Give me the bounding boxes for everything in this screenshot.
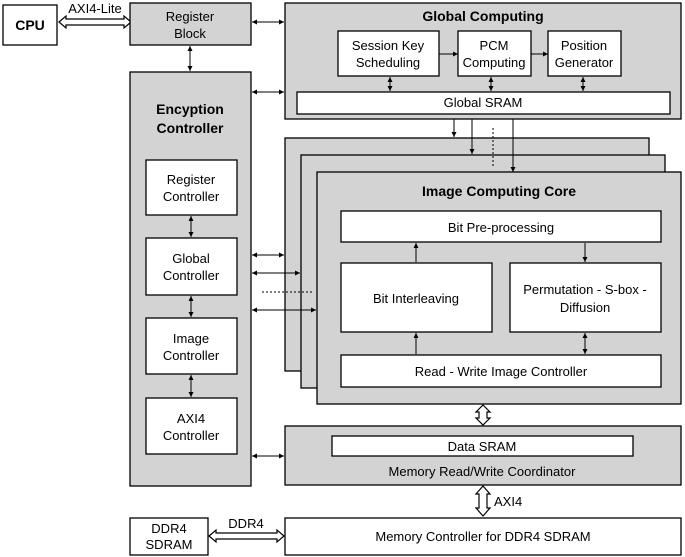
session-key-line2: Scheduling (356, 55, 420, 70)
register-controller-line1: Register (167, 172, 216, 187)
rw-image-controller-block: Read - Write Image Controller (340, 354, 662, 388)
global-controller-block: Global Controller (145, 237, 238, 296)
global-controller-line2: Controller (163, 268, 220, 283)
axi4-controller-line2: Controller (163, 428, 220, 443)
session-key-line1: Session Key (352, 38, 425, 53)
register-block-line2: Block (174, 26, 206, 41)
image-computing-core: Image Computing Core Bit Pre-processing … (316, 171, 682, 405)
bit-interleaving-label: Bit Interleaving (373, 291, 459, 306)
core-memory-bus (474, 404, 492, 426)
ddr4-bus: DDR4 (208, 516, 285, 544)
image-core-title: Image Computing Core (422, 183, 576, 199)
data-sram-label: Data SRAM (448, 439, 517, 454)
permutation-block: Permutation - S-box - Diffusion (509, 262, 662, 333)
pcm-line2: Computing (463, 55, 526, 70)
position-line1: Position (561, 38, 607, 53)
image-controller-line1: Image (173, 331, 209, 346)
memory-controller-label: Memory Controller for DDR4 SDRAM (375, 529, 590, 544)
bit-preprocessing-label: Bit Pre-processing (448, 220, 554, 235)
rw-image-controller-label: Read - Write Image Controller (415, 364, 588, 379)
data-sram-block: Data SRAM (331, 435, 634, 457)
encryption-controller-block: Encyption Controller Register Controller… (129, 71, 252, 487)
bit-interleaving-block: Bit Interleaving (340, 262, 493, 333)
global-sram-block: Global SRAM (296, 91, 671, 115)
axi4-controller-block: AXI4 Controller (145, 397, 238, 455)
axi4-label: AXI4 (494, 494, 522, 509)
cpu-block: CPU (2, 4, 58, 46)
global-controller-line1: Global (172, 251, 210, 266)
ddr4-bus-label: DDR4 (228, 516, 263, 531)
axi4-lite-label: AXI4-Lite (68, 1, 121, 16)
pcm-line1: PCM (480, 38, 509, 53)
permutation-line2: Diffusion (560, 300, 610, 315)
global-computing-title: Global Computing (422, 8, 543, 24)
memory-controller-block: Memory Controller for DDR4 SDRAM (284, 517, 682, 556)
position-generator-block: Position Generator (547, 30, 622, 77)
global-sram-label: Global SRAM (444, 95, 523, 110)
ddr4-sdram-line2: SDRAM (146, 537, 193, 552)
ddr4-sdram-line1: DDR4 (151, 521, 186, 536)
cpu-label: CPU (15, 17, 45, 33)
register-controller-block: Register Controller (145, 159, 238, 216)
encryption-title-line2: Controller (157, 120, 224, 136)
axi4-bus: AXI4 (474, 485, 522, 517)
image-controller-line2: Controller (163, 348, 220, 363)
ddr4-sdram-block: DDR4 SDRAM (129, 517, 209, 556)
position-line2: Generator (555, 55, 614, 70)
register-controller-line2: Controller (163, 189, 220, 204)
global-computing-block: Global Computing Session Key Scheduling … (284, 2, 682, 120)
memory-coordinator-block: Data SRAM Memory Read/Write Coordinator (284, 425, 682, 486)
pcm-block: PCM Computing (457, 30, 532, 77)
register-block: Register Block (129, 2, 252, 46)
register-block-line1: Register (166, 9, 215, 24)
axi4-lite-bus: AXI4-Lite (58, 1, 132, 30)
bit-preprocessing-block: Bit Pre-processing (340, 210, 662, 243)
session-key-block: Session Key Scheduling (337, 30, 440, 77)
axi4-controller-line1: AXI4 (177, 411, 205, 426)
permutation-line1: Permutation - S-box - (523, 282, 647, 297)
memory-coordinator-title: Memory Read/Write Coordinator (389, 464, 577, 479)
encryption-title-line1: Encyption (156, 101, 224, 117)
image-controller-block: Image Controller (145, 317, 238, 375)
